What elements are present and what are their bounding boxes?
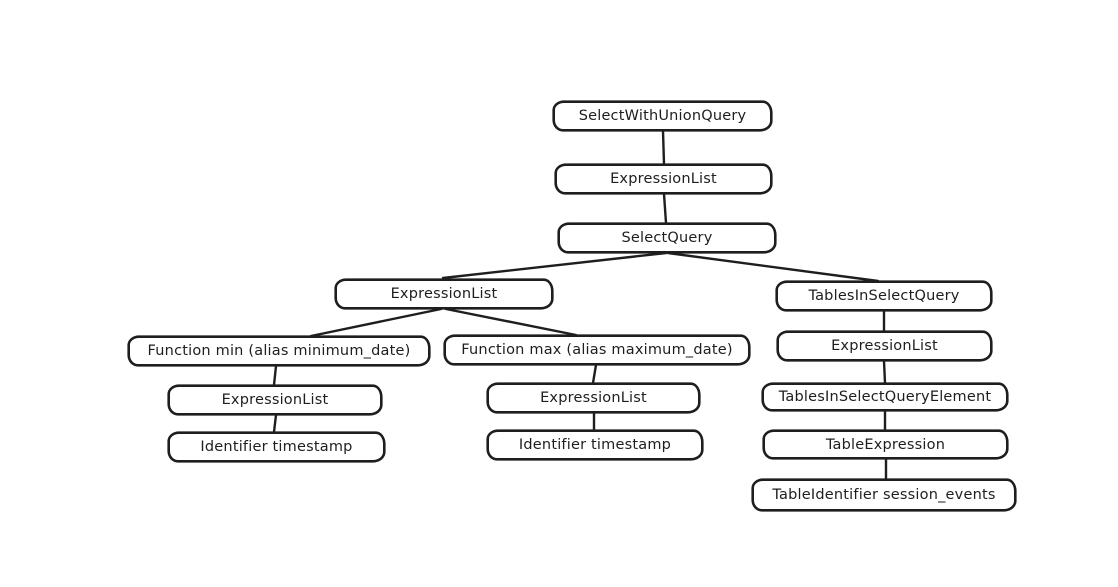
- tree-node-tables-in-select-query[interactable]: TablesInSelectQuery: [776, 281, 992, 311]
- tree-node-tables-in-select-query-element[interactable]: TablesInSelectQueryElement: [762, 383, 1008, 411]
- edge-function-max--expression-list-max: [591, 363, 598, 385]
- edge-function-min--expression-list-min: [272, 364, 278, 387]
- edge-select-with-union-query--expression-list-top: [661, 129, 666, 166]
- tree-node-identifier-timestamp-min[interactable]: Identifier timestamp: [168, 432, 385, 462]
- tree-node-identifier-timestamp-max[interactable]: Identifier timestamp: [487, 430, 703, 460]
- tree-node-expression-list-top[interactable]: ExpressionList: [555, 164, 772, 194]
- edge-expression-list-min--identifier-timestamp-min: [272, 413, 278, 434]
- edge-select-query--tables-in-select-query: [666, 251, 880, 283]
- tree-node-select-query[interactable]: SelectQuery: [558, 223, 776, 253]
- edge-expression-list-select--function-min: [309, 307, 443, 338]
- tree-node-table-expression[interactable]: TableExpression: [763, 430, 1008, 459]
- tree-node-expression-list-tables[interactable]: ExpressionList: [777, 331, 992, 361]
- tree-node-function-max[interactable]: Function max (alias maximum_date): [444, 335, 750, 365]
- edge-select-query--expression-list-select: [441, 251, 668, 280]
- tree-node-table-identifier-session-events[interactable]: TableIdentifier session_events: [752, 479, 1016, 511]
- edge-expression-list-top--select-query: [662, 192, 668, 225]
- tree-node-expression-list-select[interactable]: ExpressionList: [335, 279, 553, 309]
- tree-node-select-with-union-query[interactable]: SelectWithUnionQuery: [553, 101, 772, 131]
- tree-node-function-min[interactable]: Function min (alias minimum_date): [128, 336, 430, 366]
- edge-expression-list-select--function-max: [444, 307, 578, 337]
- tree-node-expression-list-min[interactable]: ExpressionList: [168, 385, 382, 415]
- tree-node-expression-list-max[interactable]: ExpressionList: [487, 383, 700, 413]
- edge-expression-list-tables--tables-in-select-query-element: [882, 359, 887, 385]
